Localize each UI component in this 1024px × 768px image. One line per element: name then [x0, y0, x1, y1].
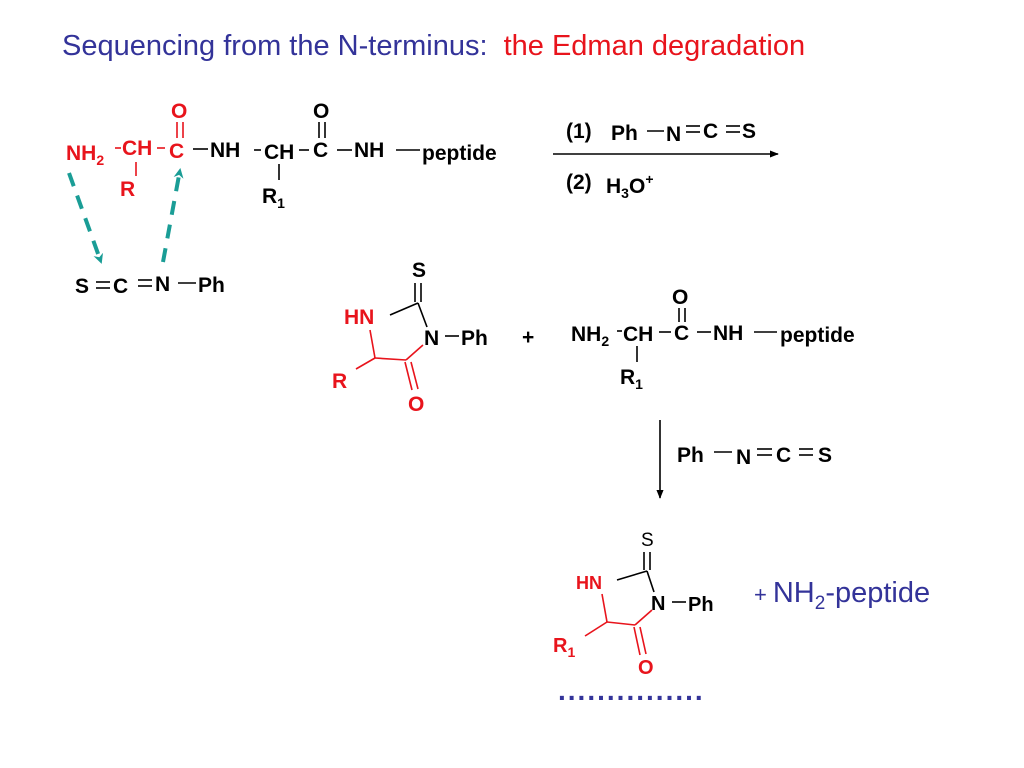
byproduct-nh2-peptide: +NH2-peptide: [754, 577, 930, 614]
pth2-o: O: [638, 657, 654, 679]
pitc2-c: C: [776, 444, 791, 467]
pth1-ph: Ph: [461, 327, 488, 350]
reaction-conditions: (1) Ph N C S: [566, 120, 756, 146]
pitc2-ph: Ph: [677, 444, 704, 467]
step1-number: (1): [566, 120, 592, 143]
short-nh: NH: [713, 322, 743, 345]
pth2-s: S: [641, 530, 654, 551]
page-title: Sequencing from the N-terminus: the Edma…: [62, 30, 805, 62]
pitc-n: N: [155, 273, 170, 296]
pth1-n: N: [424, 327, 439, 350]
r1-label: R1: [262, 185, 285, 211]
pth-product-r1: S HN N Ph R1 O: [553, 530, 714, 679]
short-o: O: [672, 286, 688, 309]
title-part1: Sequencing from the N-terminus:: [62, 30, 488, 62]
title-part2: the Edman degradation: [504, 30, 806, 62]
pitc-c: C: [113, 275, 128, 298]
ch2-label: CH: [264, 141, 294, 164]
pitc-ph: Ph: [198, 274, 225, 297]
short-nh2: NH2: [571, 323, 609, 349]
ch-label: CH: [122, 137, 152, 160]
teal-arrow-n-to-carbonyl: [161, 168, 184, 263]
nh-label: NH: [210, 139, 240, 162]
step1-n: N: [666, 123, 681, 146]
pth2-n: N: [651, 593, 665, 615]
pth1-s: S: [412, 259, 426, 282]
teal-arrow-amine-to-c: [67, 172, 103, 264]
plus-sign: +: [522, 326, 534, 349]
short-r1: R1: [620, 366, 643, 392]
o2-label: O: [313, 100, 329, 123]
nh3-label: NH: [354, 139, 384, 162]
reaction-conditions-step2: (2) H3O+: [566, 171, 654, 201]
step1-ph: Ph: [611, 122, 638, 145]
r-label: R: [120, 178, 135, 201]
step2-number: (2): [566, 171, 592, 194]
second-pitc: Ph N C S: [677, 444, 832, 469]
pth-product-r: S HN N Ph R O: [332, 259, 488, 416]
pth2-ph: Ph: [688, 594, 714, 616]
carbonyl-o-label: O: [171, 100, 187, 123]
pth2-r1: R1: [553, 635, 575, 660]
short-c: C: [674, 322, 689, 345]
peptide-label: peptide: [422, 142, 497, 165]
pth1-hn: HN: [344, 306, 374, 329]
pth2-hn: HN: [576, 573, 602, 593]
pitc2-n: N: [736, 446, 751, 469]
step1-c: C: [703, 120, 718, 143]
starting-peptide: NH2 CH C O R NH CH C O R1 NH peptide: [66, 100, 497, 211]
step2-h3o: H3O+: [606, 171, 654, 201]
continuation-ellipsis: ...............: [558, 675, 705, 706]
pth1-r: R: [332, 370, 347, 393]
pth1-o: O: [408, 393, 424, 416]
pitc-s: S: [75, 275, 89, 298]
nh2-label: NH2: [66, 142, 104, 168]
c2-label: C: [313, 139, 328, 162]
shortened-peptide: NH2 CH C O NH peptide R1: [571, 286, 855, 392]
carbonyl-c-label: C: [169, 140, 184, 163]
pitc-reagent: S C N Ph: [75, 273, 225, 298]
step1-s: S: [742, 120, 756, 143]
pitc2-s: S: [818, 444, 832, 467]
short-ch: CH: [623, 323, 653, 346]
short-peptide: peptide: [780, 324, 855, 347]
